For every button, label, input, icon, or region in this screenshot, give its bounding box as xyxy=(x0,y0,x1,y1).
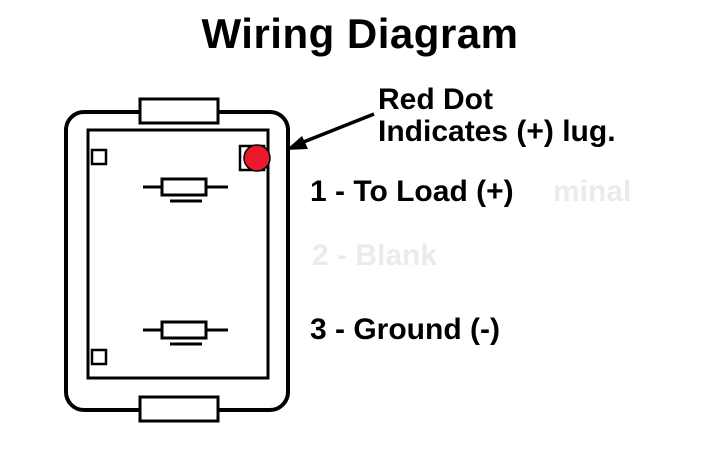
switch-bottom-tab xyxy=(138,395,220,423)
callout-arrow-shaft xyxy=(300,112,375,145)
ghost-text-blank: 2 - Blank xyxy=(312,239,438,272)
callout-arrow xyxy=(286,112,375,150)
switch-top-tab xyxy=(138,97,220,125)
label-to-load: 1 - To Load (+) xyxy=(310,175,514,208)
notch-top-left xyxy=(90,148,108,166)
terminal-1-lug xyxy=(160,177,208,197)
red-dot-callout-line2: Indicates (+) lug. xyxy=(378,115,616,148)
red-dot-indicator xyxy=(243,144,271,172)
terminal-3 xyxy=(143,320,228,346)
notch-bottom-left xyxy=(90,348,108,366)
ghost-text-terminal-fragment: minal xyxy=(553,175,632,208)
red-dot-callout-line1: Red Dot xyxy=(378,83,493,116)
page-title: Wiring Diagram xyxy=(201,10,519,57)
label-ground: 3 - Ground (-) xyxy=(310,313,500,346)
callout-arrow-head xyxy=(286,136,308,150)
terminal-3-lug xyxy=(160,320,208,340)
switch-inner-frame xyxy=(86,128,270,380)
terminal-1 xyxy=(143,177,228,203)
